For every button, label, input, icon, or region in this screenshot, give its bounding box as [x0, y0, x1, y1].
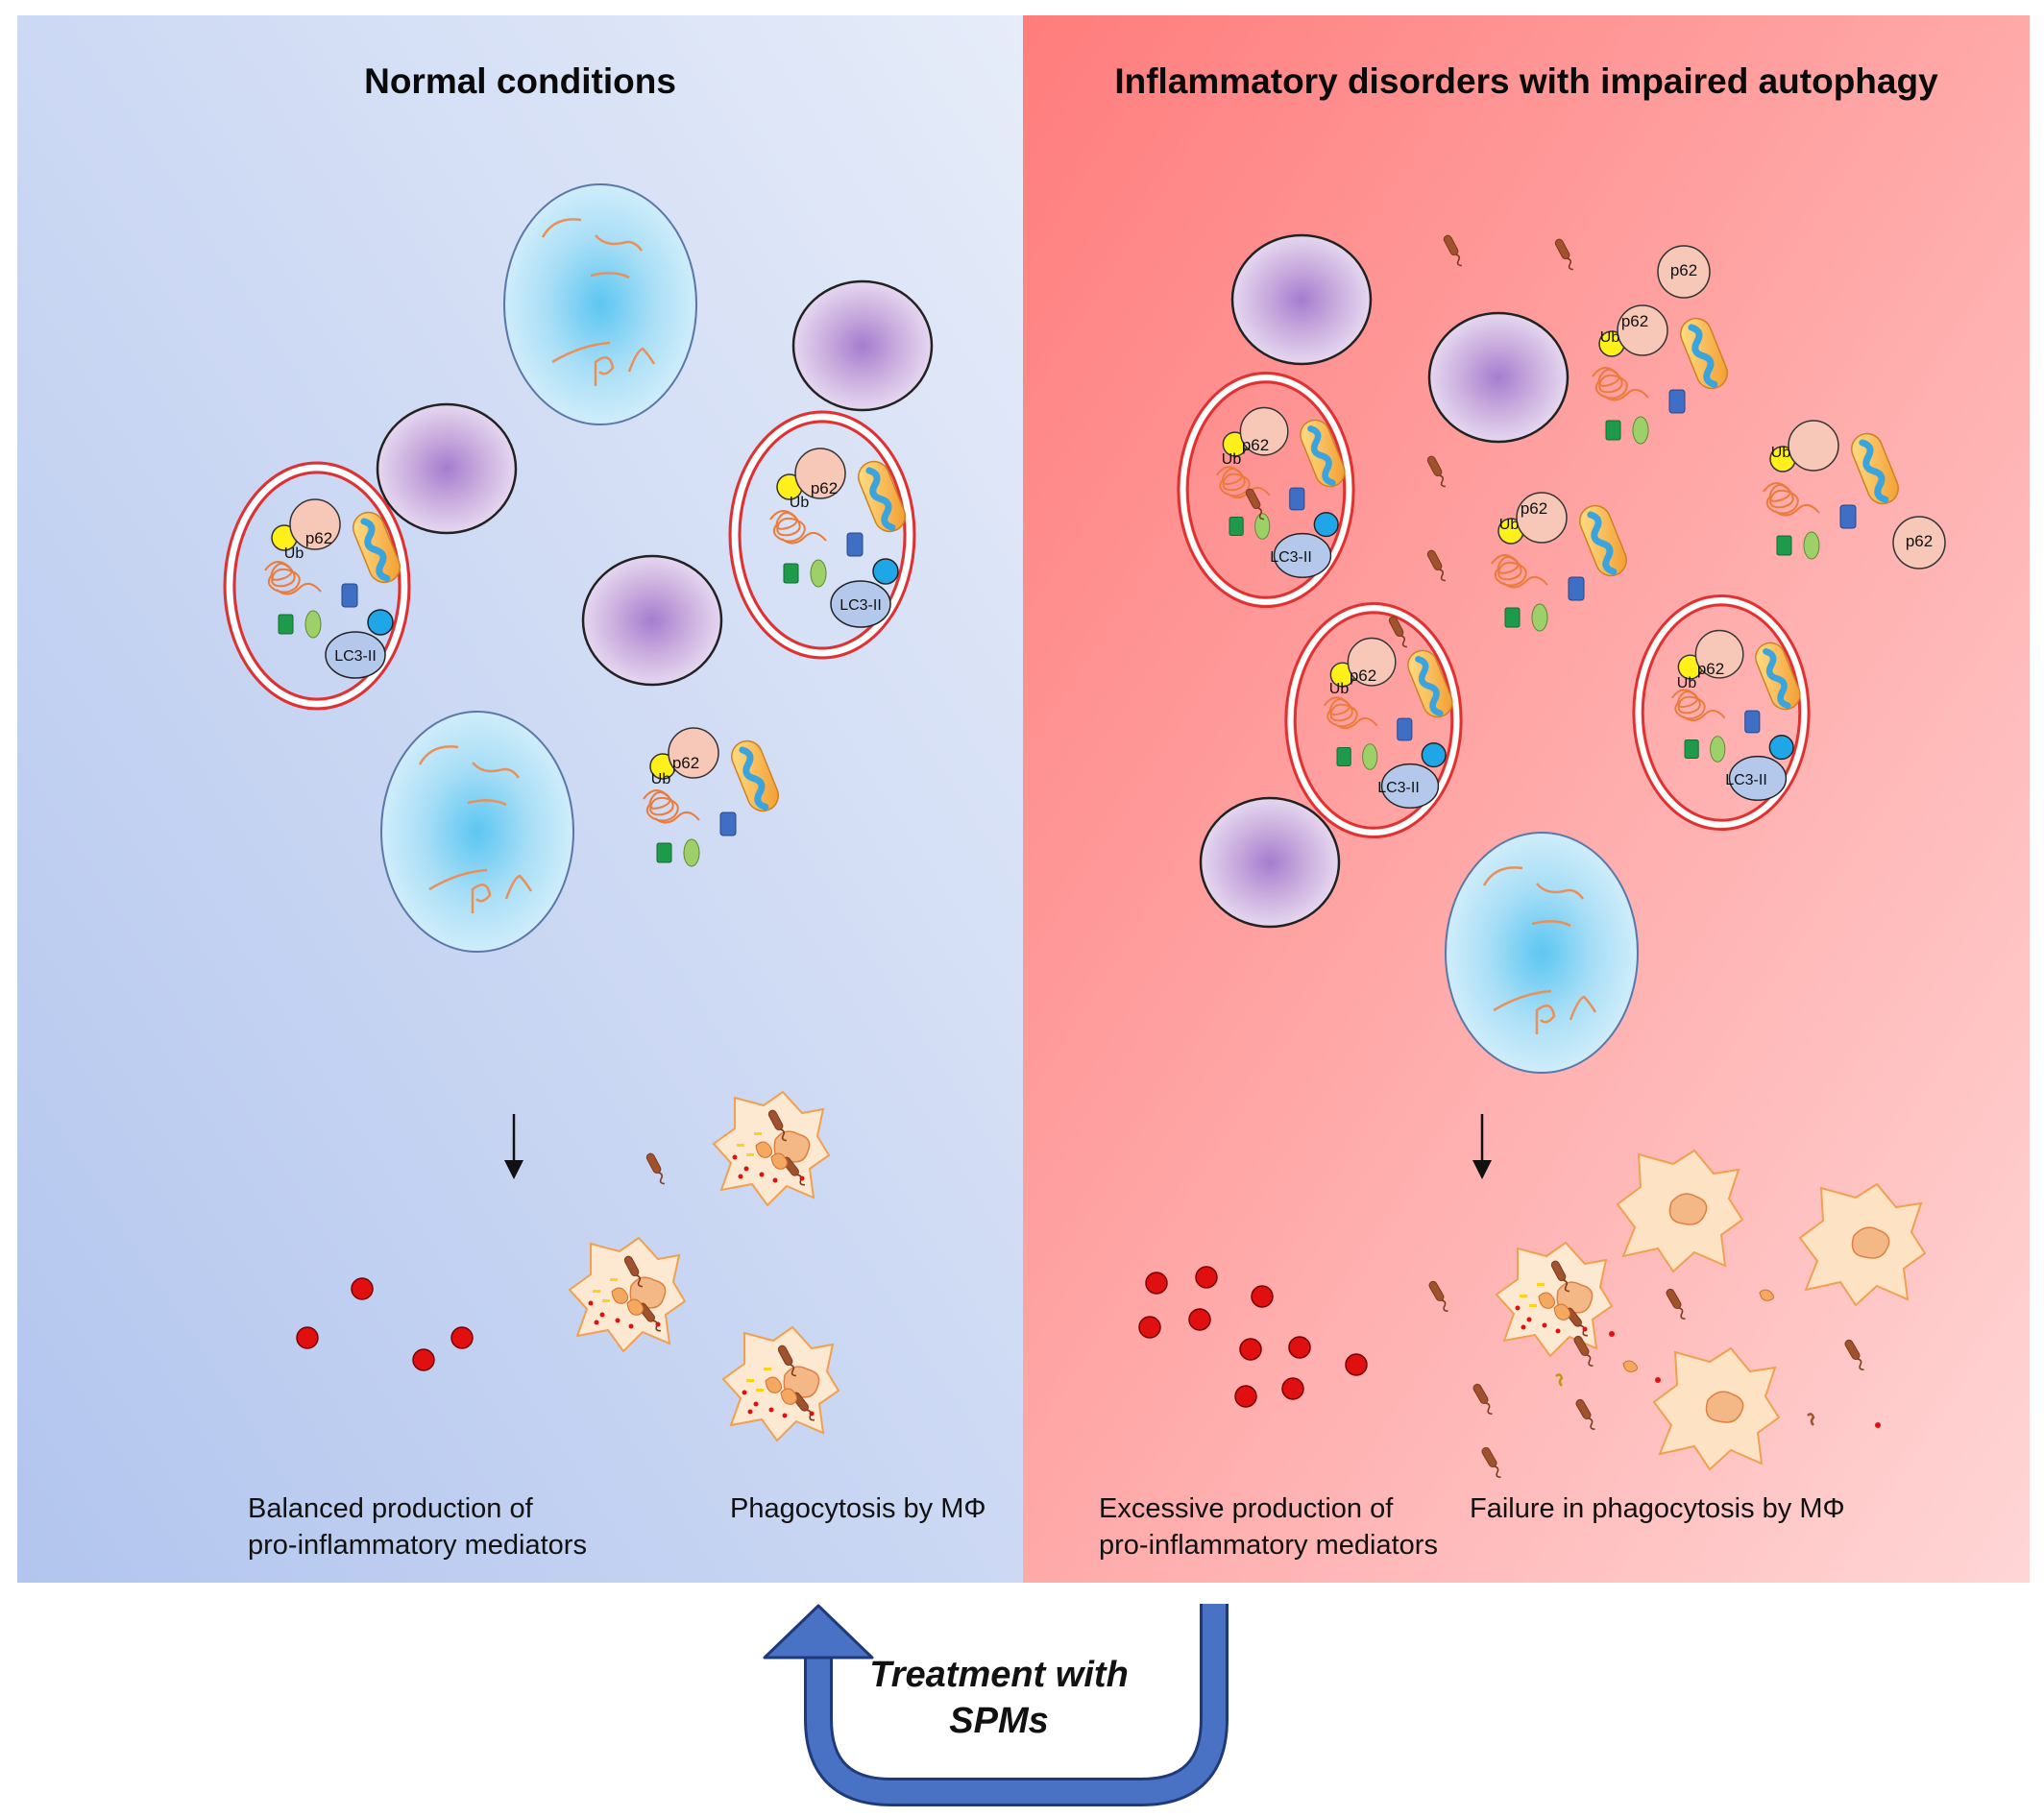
- p62-label: p62: [1669, 261, 1698, 280]
- ub-label: Ub: [1328, 681, 1350, 698]
- p62-label: p62: [1349, 666, 1377, 686]
- left-neutrophil-2: [791, 279, 934, 412]
- treatment-label: Treatment with SPMs: [855, 1652, 1143, 1744]
- caption-line: pro-inflammatory mediators: [1099, 1530, 1438, 1561]
- left-neutrophil-3: [581, 554, 723, 687]
- right-free-p62-1: [1657, 245, 1711, 299]
- right-panel-title: Inflammatory disorders with impaired aut…: [1114, 61, 1938, 101]
- left-down-arrow: [504, 1114, 523, 1179]
- ub-label: Ub: [1498, 517, 1520, 534]
- right-phagocytosis-caption: Failure in phagocytosis by MΦ: [1470, 1493, 1845, 1524]
- left-neutrophil-1: [376, 402, 518, 535]
- ub-label: Ub: [1770, 445, 1791, 462]
- p62-label: p62: [671, 754, 700, 773]
- p62-label: p62: [1905, 532, 1934, 551]
- left-mediators: [296, 1277, 474, 1371]
- lc3-ii-label: LC3-II: [1377, 780, 1420, 797]
- lc3-dot: [367, 609, 394, 636]
- right-down-arrow: [1472, 1114, 1492, 1179]
- ub-label: Ub: [283, 545, 304, 563]
- lc3-dot: [872, 558, 899, 585]
- p62-label: p62: [1696, 660, 1725, 679]
- caption-line: Excessive production of: [1099, 1493, 1394, 1524]
- right-autophagosome-3: [1634, 595, 1809, 829]
- right-autophagosome-2: [1286, 603, 1461, 836]
- p62-label: p62: [810, 479, 839, 498]
- right-autophagosome-1: [1179, 373, 1353, 606]
- ub-label: Ub: [650, 771, 671, 788]
- p62-label: p62: [1520, 499, 1548, 519]
- lc3-ii-label: LC3-II: [1270, 549, 1312, 567]
- lc3-ii-marker: [325, 631, 386, 679]
- lc3-ii-label: LC3-II: [840, 597, 882, 615]
- left-autophagosome-1: [225, 463, 409, 709]
- ub-label: Ub: [789, 495, 810, 512]
- ub-label: Ub: [1221, 451, 1242, 469]
- right-free-p62-2: [1892, 516, 1946, 569]
- lc3-ii-marker: [830, 580, 891, 628]
- left-blue-cell-top: [502, 182, 698, 426]
- right-neutrophil-2: [1427, 311, 1570, 444]
- treatment-arrow: [763, 1604, 1229, 1806]
- left-autophagosome-2: [730, 412, 914, 658]
- left-phagocytosis-caption: Phagocytosis by MΦ: [730, 1493, 986, 1524]
- lc3-ii-label: LC3-II: [1725, 772, 1767, 789]
- right-mediators: [1138, 1266, 1368, 1408]
- right-neutrophil-1: [1230, 233, 1373, 366]
- p62-label: p62: [1620, 312, 1649, 331]
- right-mediators-caption: Excessive production of pro-inflammatory…: [1099, 1490, 1438, 1563]
- right-panel-background: [1023, 15, 2030, 1583]
- p62-label: p62: [304, 529, 333, 548]
- treatment-line-2: SPMs: [949, 1701, 1049, 1741]
- lc3-ii-label: LC3-II: [334, 648, 377, 666]
- right-debris: [1555, 1289, 1881, 1428]
- left-mediators-caption: Balanced production of pro-inflammatory …: [248, 1490, 587, 1563]
- left-panel-title: Normal conditions: [364, 61, 676, 101]
- right-neutrophil-3: [1199, 796, 1341, 929]
- ub-label: Ub: [1599, 329, 1620, 347]
- caption-line: Balanced production of: [248, 1493, 533, 1524]
- right-blue-cell: [1444, 831, 1640, 1075]
- ub-label: Ub: [1676, 675, 1697, 692]
- caption-line: pro-inflammatory mediators: [248, 1530, 587, 1561]
- treatment-line-1: Treatment with: [869, 1655, 1129, 1695]
- p62-label: p62: [1241, 436, 1270, 455]
- left-blue-cell-bottom: [379, 710, 575, 954]
